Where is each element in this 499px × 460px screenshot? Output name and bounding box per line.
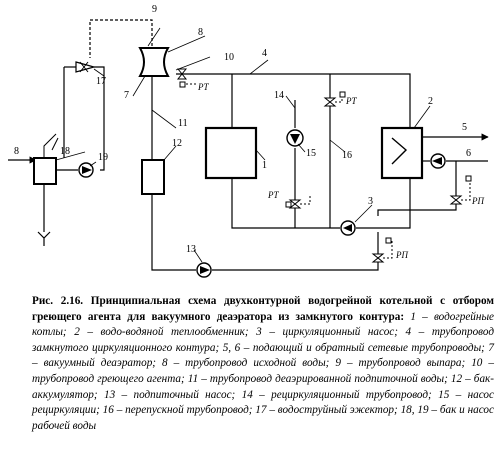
- return-makeup-valve: [449, 195, 463, 205]
- label-14: 14: [274, 90, 284, 101]
- label-5: 5: [462, 122, 467, 133]
- vapor-pipe-9: [89, 19, 153, 58]
- label-rp-1: РП: [395, 250, 408, 260]
- label-11: 11: [178, 118, 188, 129]
- label-rp-2: РП: [471, 196, 484, 206]
- caption-text: 1 – водогрейные котлы; 2 – водо-водяной …: [32, 310, 494, 432]
- label-17: 17: [96, 76, 106, 87]
- ejector-valve: [79, 61, 89, 73]
- label-16: 16: [342, 150, 352, 161]
- heat-exchanger-2: [380, 126, 424, 180]
- storage-tank-12: [141, 159, 165, 195]
- label-4: 4: [262, 48, 267, 59]
- makeup-valve: [371, 253, 385, 263]
- label-3: 3: [368, 196, 373, 207]
- ejector-right-line: [94, 66, 105, 171]
- label-7: 7: [124, 90, 129, 101]
- label-rt-1: РТ: [197, 82, 209, 92]
- schematic-diagram: 9 8 10 4 7 11 12 1 14 15 16 3 2 5 6 13 8…: [8, 4, 489, 278]
- label-8-top: 8: [198, 27, 203, 38]
- boiler-return-line: [231, 178, 340, 229]
- label-15: 15: [306, 148, 316, 159]
- label-8-left: 8: [14, 146, 19, 157]
- water-jet-ejector-17: [75, 61, 97, 73]
- makeup-pump-out: [212, 232, 379, 271]
- makeup-to-return: [377, 161, 457, 216]
- recirculation-valve: [288, 199, 302, 209]
- heating-agent-valve: [176, 68, 188, 80]
- working-water-tank-18: [33, 157, 57, 185]
- label-rt-2: РТ: [345, 96, 357, 106]
- tank-vent: [43, 133, 59, 158]
- label-9: 9: [152, 4, 157, 15]
- rp-link-2: [461, 180, 471, 201]
- rp-link-1: [383, 240, 393, 259]
- label-1: 1: [262, 160, 267, 171]
- label-6: 6: [466, 148, 471, 159]
- vacuum-deaerator-7: [138, 47, 170, 77]
- circuit-top-pipe-4: [232, 73, 411, 128]
- label-18: 18: [60, 146, 70, 157]
- label-2: 2: [428, 96, 433, 107]
- label-12: 12: [172, 138, 182, 149]
- circuit-return-pipe: [356, 178, 411, 229]
- drain-symbol: [37, 231, 51, 246]
- caption-title: Рис. 2.16. Принципиальная схема двухконт…: [32, 295, 494, 323]
- makeup-line: [151, 194, 196, 271]
- bypass-valve: [323, 97, 337, 107]
- hot-water-boiler-1: [204, 126, 258, 180]
- figure-caption: Рис. 2.16. Принципиальная схема двухконт…: [32, 294, 494, 434]
- rt-link-3: [300, 196, 311, 205]
- label-19: 19: [98, 152, 108, 163]
- label-10: 10: [224, 52, 234, 63]
- label-13: 13: [186, 244, 196, 255]
- label-rt-3: РТ: [267, 190, 279, 200]
